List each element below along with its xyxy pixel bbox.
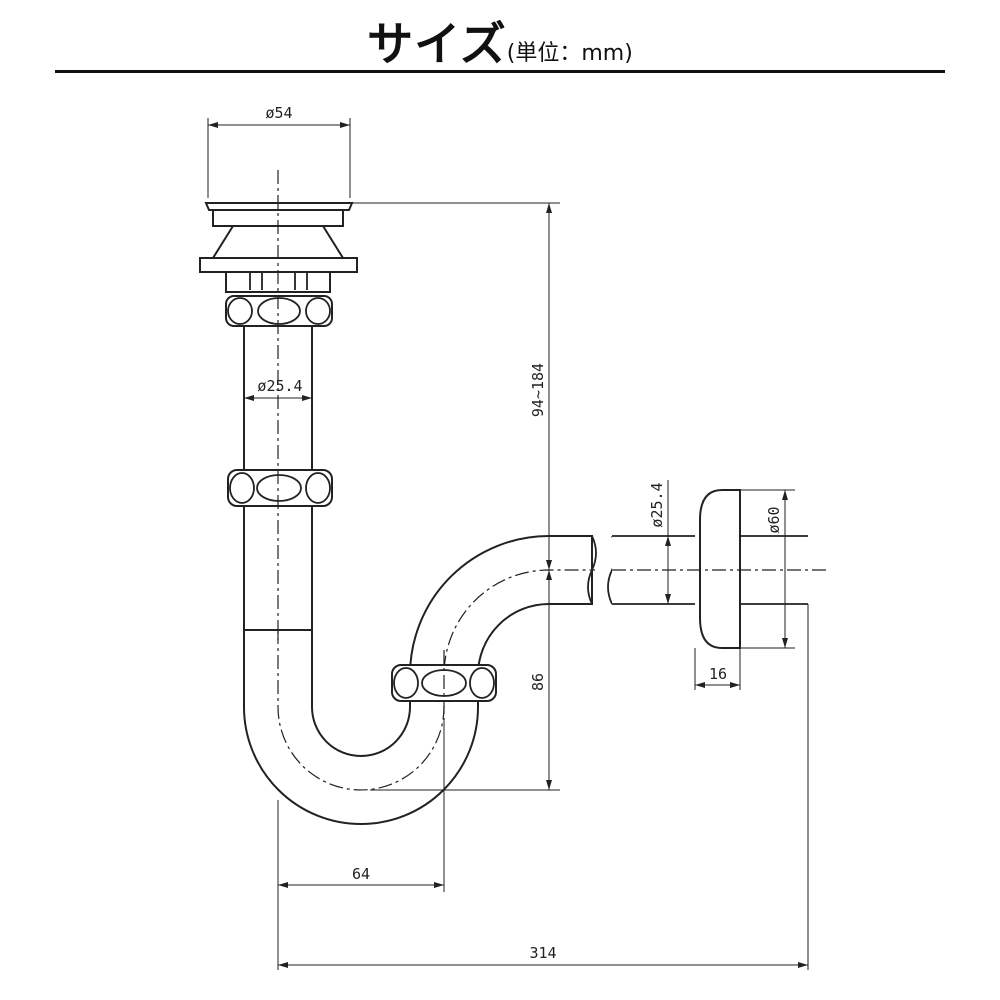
tailpipe-lower xyxy=(243,504,313,631)
unit-text: (単位：mm) xyxy=(506,41,633,66)
dim-trap-height: 86 xyxy=(529,673,547,691)
dim-trap-offset: 64 xyxy=(352,865,370,883)
page-title: サイズ(単位：mm) xyxy=(0,8,1000,74)
dim-escutcheon-diameter: ø60 xyxy=(765,506,783,533)
slip-nut-top xyxy=(225,295,333,327)
dim-cap-diameter: ø54 xyxy=(265,104,292,122)
title-text: サイズ xyxy=(367,17,507,71)
title-divider xyxy=(55,70,945,73)
dim-total-length: 314 xyxy=(529,944,556,962)
drain-cap xyxy=(199,202,358,293)
dim-height-range: 94~184 xyxy=(529,363,547,417)
dim-escutcheon-depth: 16 xyxy=(709,665,727,683)
dim-drain-diameter: ø25.4 xyxy=(648,482,666,527)
slip-nut-middle xyxy=(227,469,333,507)
dim-tailpipe-diameter: ø25.4 xyxy=(257,377,302,395)
escutcheon xyxy=(699,489,741,649)
